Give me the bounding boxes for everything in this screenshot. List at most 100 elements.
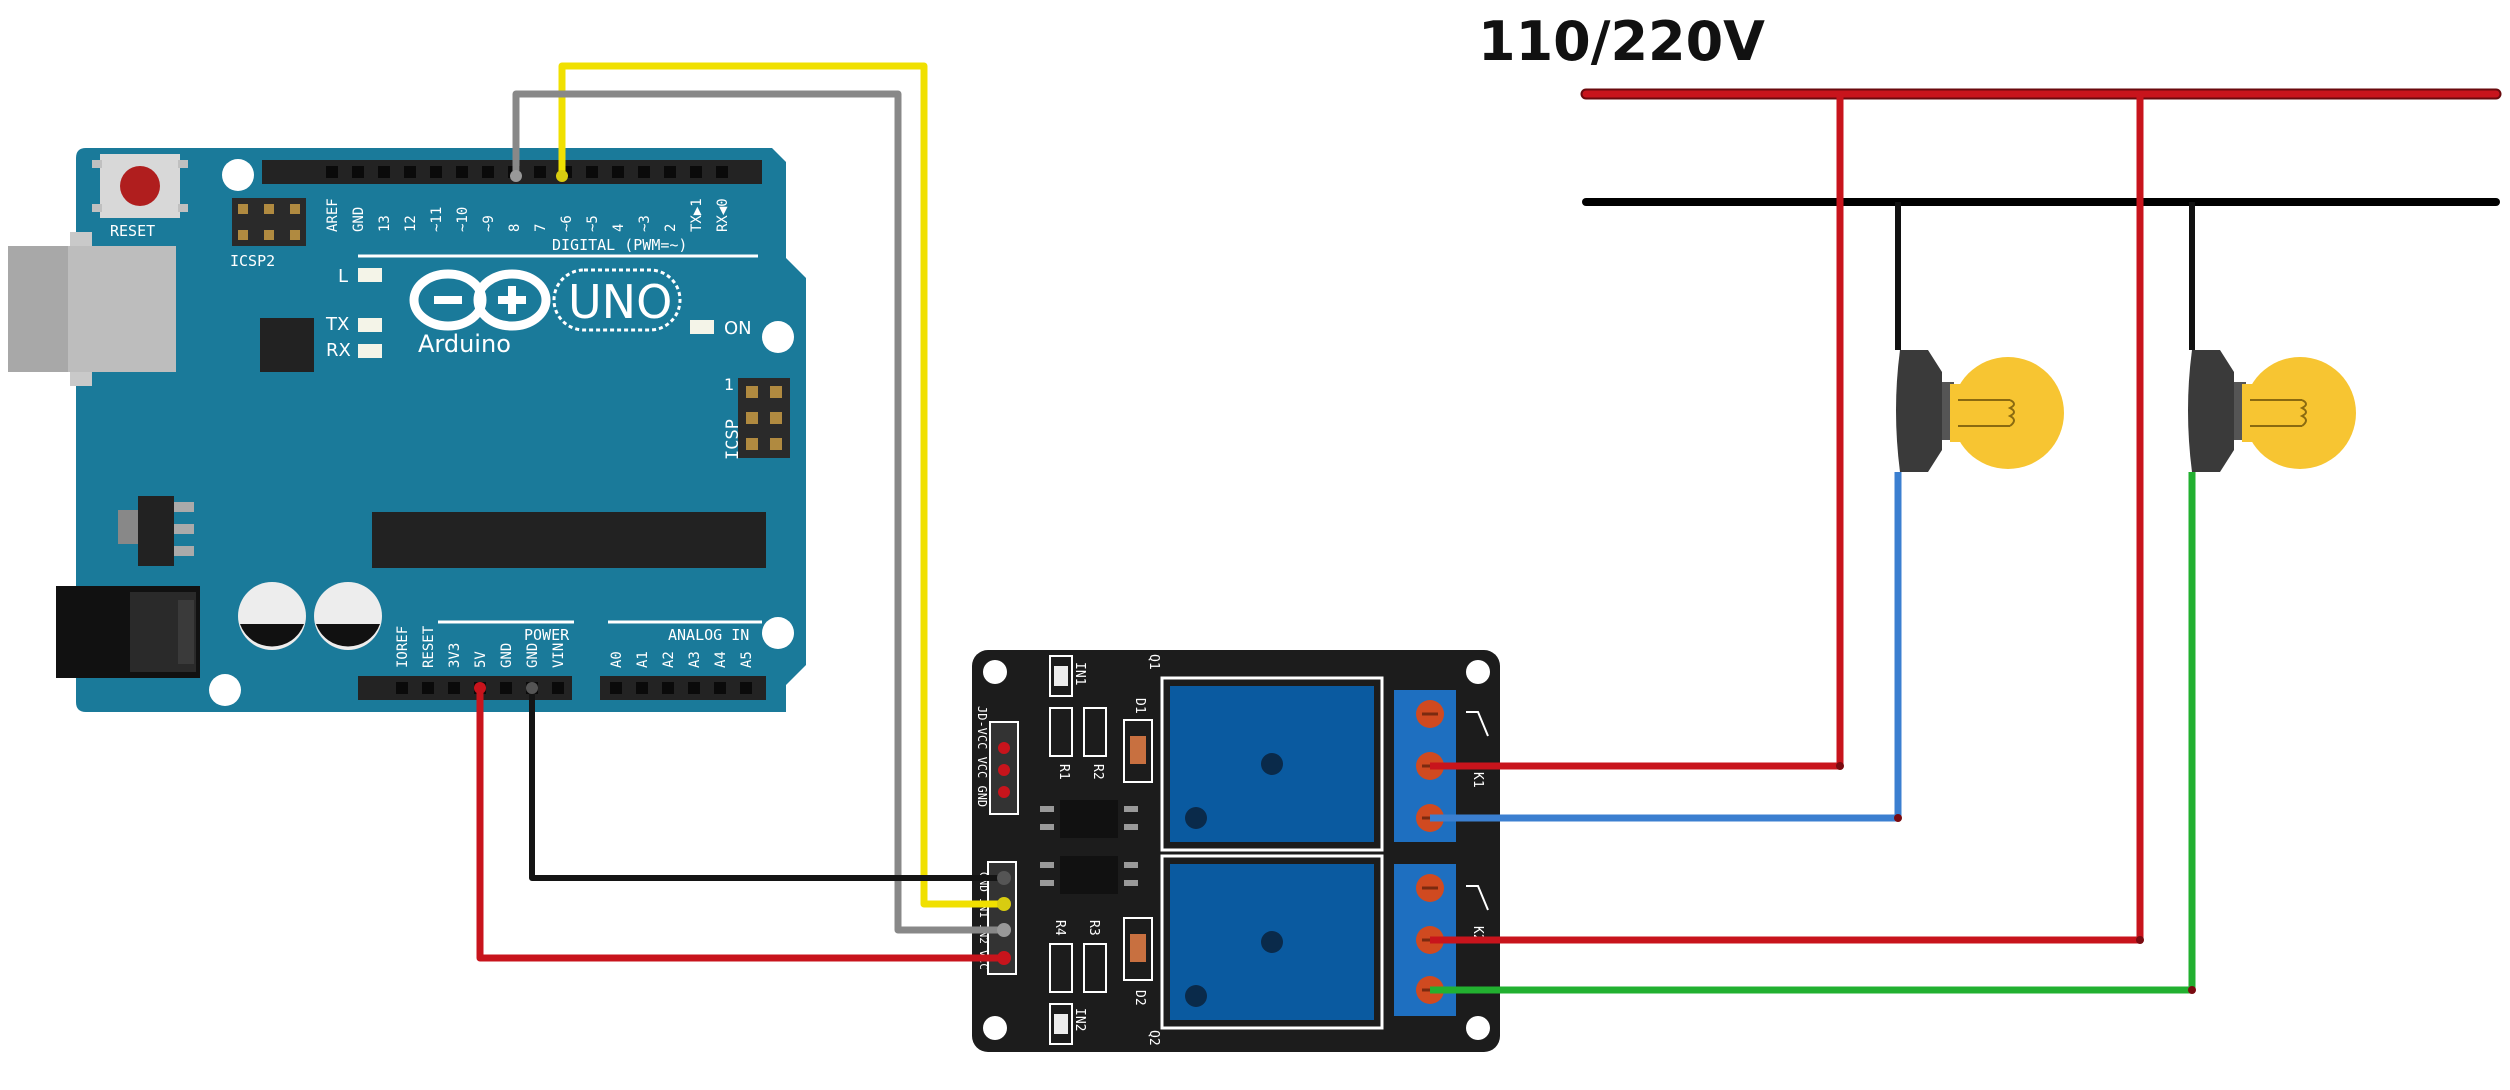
power-pin bbox=[422, 682, 434, 694]
arduino-uno-board: RESET ICSP2 L TX RX ON bbox=[8, 148, 806, 712]
voltage-title: 110/220V bbox=[1478, 10, 1765, 73]
power-pin-label: 3V3 bbox=[447, 643, 463, 668]
led-l-label: L bbox=[338, 266, 348, 287]
icsp-label: ICSP bbox=[723, 419, 743, 460]
analog-pin-label: A0 bbox=[609, 651, 625, 668]
d1-label: D1 bbox=[1132, 698, 1147, 714]
k1-label: K1 bbox=[1470, 772, 1485, 788]
resistor-r2 bbox=[1083, 707, 1107, 757]
wire-pin8-to-in2 bbox=[512, 90, 1004, 934]
digital-pin-label: 13 bbox=[377, 215, 393, 232]
digital-pin-label: ~6 bbox=[559, 215, 575, 232]
resistor-r4 bbox=[1049, 943, 1073, 993]
in1-label: IN1 bbox=[1072, 662, 1087, 685]
led-on bbox=[690, 320, 714, 334]
power-pin-label: VIN bbox=[551, 643, 567, 668]
power-pin-label: RESET bbox=[421, 625, 437, 668]
icsp-pin1-label: 1 bbox=[724, 375, 734, 394]
power-pin-label: GND bbox=[525, 643, 541, 668]
led-rx-label: RX bbox=[326, 340, 351, 361]
mounting-hole bbox=[222, 159, 254, 191]
q2-label: Q2 bbox=[1146, 1030, 1161, 1046]
analog-pin-label: A1 bbox=[635, 651, 651, 668]
analog-header bbox=[600, 676, 766, 700]
arduino-logo-icon bbox=[409, 269, 551, 331]
uno-logo-text: UNO bbox=[568, 275, 672, 329]
digital-pin-label: GND bbox=[351, 207, 367, 232]
q1-label: Q1 bbox=[1146, 654, 1161, 670]
digital-pin bbox=[638, 166, 650, 178]
diode-d1 bbox=[1123, 719, 1153, 783]
led-on-label: ON bbox=[724, 318, 752, 339]
optocoupler-1 bbox=[1040, 800, 1138, 838]
digital-pin bbox=[456, 166, 468, 178]
bulb-2 bbox=[2188, 350, 2356, 472]
power-pin bbox=[552, 682, 564, 694]
digital-pin-label: 2 bbox=[663, 224, 679, 232]
analog-pin-label: A2 bbox=[661, 651, 677, 668]
power-pin bbox=[396, 682, 408, 694]
analog-label: ANALOG IN bbox=[668, 626, 749, 644]
mounting-hole bbox=[762, 321, 794, 353]
wire-bulb2-to-relay2 bbox=[1430, 472, 2196, 994]
digital-pin bbox=[612, 166, 624, 178]
analog-pin bbox=[714, 682, 726, 694]
mounting-hole bbox=[983, 1016, 1007, 1040]
relay-k1 bbox=[1160, 676, 1384, 852]
optocoupler-2 bbox=[1040, 856, 1138, 894]
r3-label: R3 bbox=[1086, 920, 1101, 936]
icsp-header bbox=[738, 378, 790, 458]
analog-pin-label: A4 bbox=[713, 651, 729, 668]
mains-lines bbox=[1580, 88, 2502, 206]
mounting-hole bbox=[762, 617, 794, 649]
reset-button bbox=[92, 154, 188, 218]
power-pin-label: GND bbox=[499, 643, 515, 668]
wire-gnd-to-relay bbox=[529, 688, 1004, 881]
analog-pin bbox=[610, 682, 622, 694]
jd-vcc-header bbox=[989, 721, 1019, 815]
digital-pin bbox=[378, 166, 390, 178]
capacitor bbox=[314, 582, 382, 650]
digital-pin-label: 4 bbox=[611, 224, 627, 232]
digital-pin bbox=[716, 166, 728, 178]
reset-label: RESET bbox=[110, 222, 155, 240]
power-pin-label: 5V bbox=[473, 651, 489, 668]
atmega16u2-chip bbox=[260, 318, 314, 372]
power-pin bbox=[448, 682, 460, 694]
bulb-1 bbox=[1896, 350, 2064, 472]
r4-label: R4 bbox=[1052, 920, 1067, 936]
icsp2-label: ICSP2 bbox=[230, 252, 275, 270]
led-l bbox=[358, 268, 382, 282]
analog-pin bbox=[662, 682, 674, 694]
led-rx bbox=[358, 344, 382, 358]
analog-pin-label: A5 bbox=[739, 651, 755, 668]
digital-pin-label: RX◀0 bbox=[715, 198, 731, 232]
digital-pin bbox=[404, 166, 416, 178]
digital-pin bbox=[326, 166, 338, 178]
in2-led bbox=[1049, 1003, 1073, 1045]
led-tx bbox=[358, 318, 382, 332]
jd-vcc-label: JD-VCC VCC GND bbox=[975, 706, 989, 807]
digital-pin bbox=[352, 166, 364, 178]
digital-pin-label: 8 bbox=[507, 224, 523, 232]
atmega328-chip bbox=[372, 512, 766, 568]
digital-pin-label: 7 bbox=[533, 224, 549, 232]
power-jack bbox=[56, 586, 200, 678]
digital-pin-label: ~10 bbox=[455, 207, 471, 232]
in1-led bbox=[1049, 655, 1073, 697]
wire-live-to-relay2 bbox=[1430, 94, 2144, 944]
bulb-2-globe bbox=[2244, 357, 2356, 469]
in2-label: IN2 bbox=[1072, 1008, 1087, 1031]
analog-pin-label: A3 bbox=[687, 651, 703, 668]
digital-pin bbox=[664, 166, 676, 178]
wire-pin7-to-in1 bbox=[558, 62, 1004, 908]
mounting-hole bbox=[1466, 660, 1490, 684]
mounting-hole bbox=[209, 674, 241, 706]
analog-pin bbox=[636, 682, 648, 694]
mounting-hole bbox=[983, 660, 1007, 684]
r1-label: R1 bbox=[1056, 764, 1071, 780]
digital-pin-label: ~11 bbox=[429, 207, 445, 232]
power-label: POWER bbox=[524, 626, 570, 644]
voltage-regulator bbox=[118, 496, 194, 566]
